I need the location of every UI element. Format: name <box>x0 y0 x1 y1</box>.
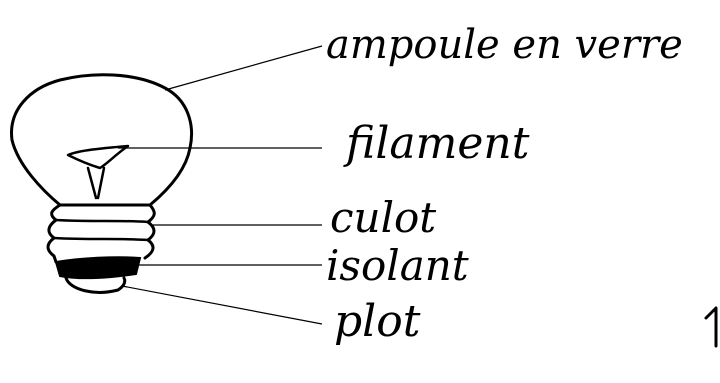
cap-threads <box>54 220 148 240</box>
light-bulb-drawing <box>12 75 192 293</box>
label-filament: filament <box>343 118 530 169</box>
filament-shape <box>68 146 128 168</box>
contact-plate <box>66 278 125 292</box>
cap-outline <box>48 205 154 262</box>
cropped-stroke <box>706 308 716 346</box>
labels: ampoule en verre filament culot isolant … <box>326 22 683 347</box>
label-cap: culot <box>330 193 436 242</box>
filament-stem <box>88 168 104 198</box>
label-contact: plot <box>334 296 421 347</box>
leader-line-contact <box>122 286 322 324</box>
label-insulator: isolant <box>326 241 469 290</box>
label-glass-bulb: ampoule en verre <box>326 22 683 68</box>
leader-line-glass-bulb <box>165 46 322 90</box>
insulator-band <box>56 257 140 278</box>
leader-lines <box>118 46 322 324</box>
